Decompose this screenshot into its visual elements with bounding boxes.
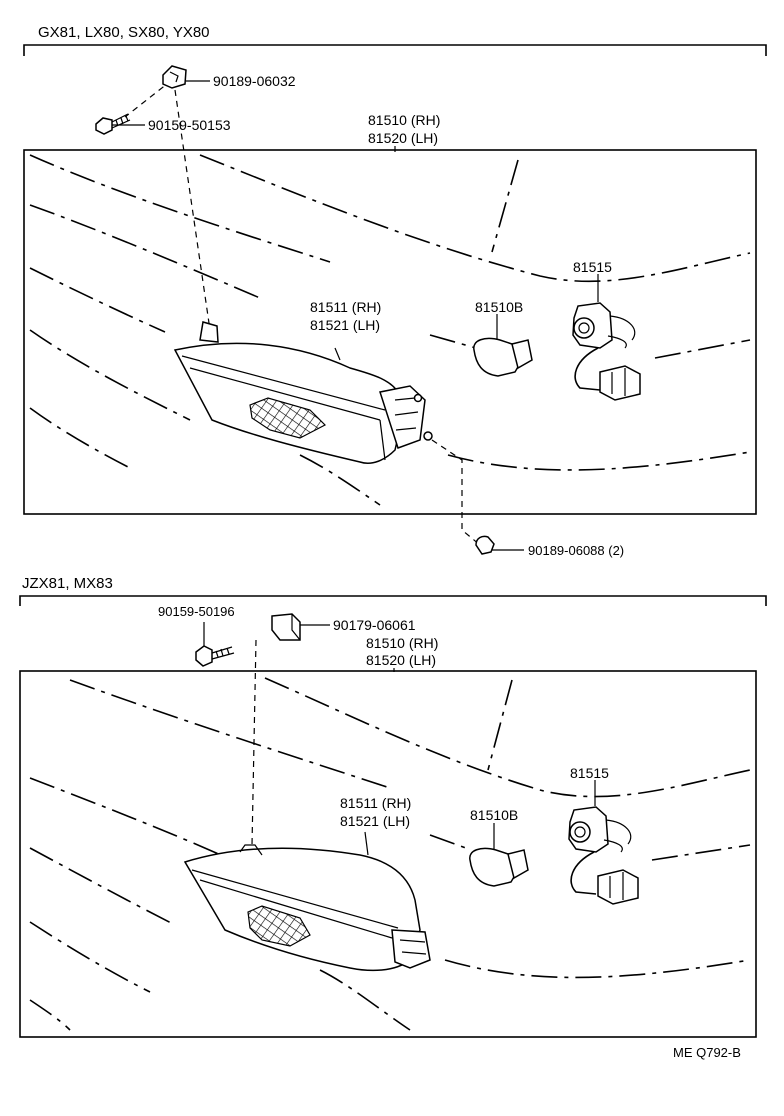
label-nut-bottom: 90189-06088 (2) [528,543,624,558]
section-2-models: JZX81, MX83 [22,575,113,592]
lamp-lens-icon [173,321,433,464]
label-clip: 90179-06061 [333,617,416,633]
screw-icon [195,645,235,667]
nut-top-icon [162,65,187,89]
label-nut-top: 90189-06032 [213,73,296,89]
bulb-icon-2 [469,847,529,887]
label-screw: 90159-50196 [158,604,235,619]
lens-leader-2 [364,831,369,856]
nut-bottom-icon [475,535,495,555]
socket-icon [572,302,641,401]
label-lens-lh-2: 81521 (LH) [340,813,410,829]
leader-lamp-to-nut [431,439,481,546]
label-assy-lh: 81520 (LH) [368,130,438,146]
label-lens-rh-2: 81511 (RH) [340,795,411,811]
bolt-icon [95,113,131,135]
bulb-icon [473,337,533,377]
leader-nut-to-bolt [124,79,173,118]
section-2-frame [19,670,757,1038]
lamp-lens-icon-2 [183,844,431,972]
label-bulb: 81510B [475,299,523,315]
leader-clip-to-lamp [251,639,257,846]
label-socket-2: 81515 [570,765,609,781]
label-assy-rh: 81510 (RH) [368,112,440,128]
label-bolt: 90159-50153 [148,117,231,133]
section-1-bracket [23,44,767,56]
section-1: GX81, LX80, SX80, YX80 90189-06 [23,24,767,558]
label-bulb-2: 81510B [470,807,518,823]
section-2: JZX81, MX83 90159-50196 [19,575,767,1038]
label-assy-rh-2: 81510 (RH) [366,635,438,651]
section-1-frame [23,149,757,515]
section-1-models: GX81, LX80, SX80, YX80 [38,24,210,41]
clip-icon [271,613,301,641]
section-2-bracket [19,595,767,606]
label-lens-lh: 81521 (LH) [310,317,380,333]
figure-code: ME Q792-B [673,1045,741,1060]
section-1-body-lines [29,154,751,506]
section-2-body-lines [29,677,751,1031]
label-socket: 81515 [573,259,612,275]
label-assy-lh-2: 81520 (LH) [366,652,436,668]
leader-nut-to-lamp [174,89,211,331]
label-lens-rh: 81511 (RH) [310,299,381,315]
lens-leader [334,347,341,361]
socket-icon-2 [568,806,639,905]
